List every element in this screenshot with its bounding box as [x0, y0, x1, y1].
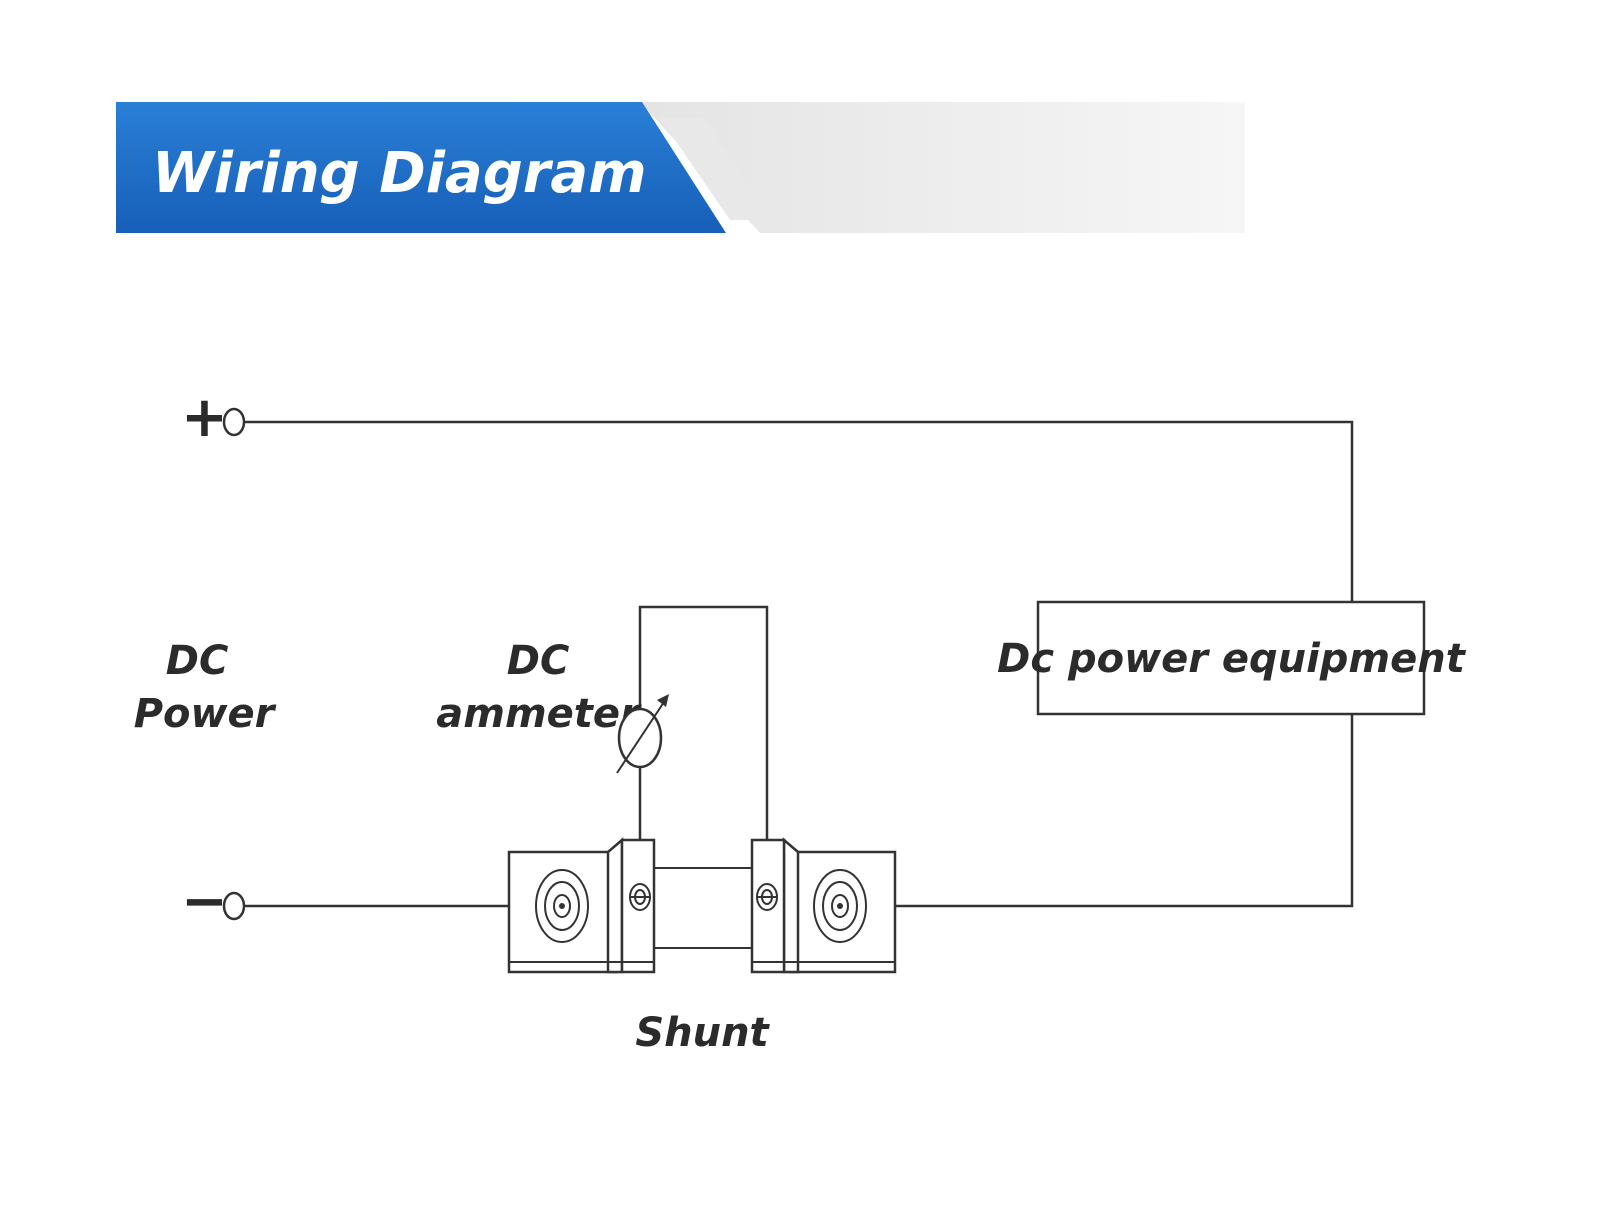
dc-ammeter-label-line2: ammeter [436, 691, 642, 737]
equipment-rect [1036, 600, 1426, 716]
return-wire [840, 714, 1354, 908]
ammeter-arrow-head [657, 694, 669, 707]
banner-blue-shape [116, 102, 726, 233]
banner-grey-strip [640, 102, 1245, 233]
shunt-right-tab [750, 838, 786, 974]
positive-terminal: + [181, 385, 246, 450]
ammeter-arrow-line [616, 701, 665, 774]
shunt-left-bevel [606, 837, 624, 974]
dc-ammeter-label: DC ammeter [436, 638, 642, 737]
shunt-left-screw [629, 883, 651, 911]
shunt: Shunt [507, 837, 897, 1056]
title-banner: Wiring Diagram [116, 102, 1245, 233]
dc-ammeter-label-line1: DC [507, 638, 570, 684]
shunt-left-block [507, 850, 619, 974]
negative-symbol: − [181, 869, 228, 934]
banner-title: Wiring Diagram [152, 141, 647, 206]
positive-symbol: + [181, 385, 228, 450]
dc-power-label: DC Power [134, 638, 277, 737]
shunt-label: Shunt [635, 1010, 770, 1056]
equipment-label: Dc power equipment [997, 636, 1467, 682]
dc-power-equipment-box: Dc power equipment [997, 600, 1467, 716]
shunt-right-bolt [813, 869, 867, 943]
shunt-left-tab [620, 838, 656, 974]
negative-terminal-circle [222, 891, 246, 921]
shunt-right-screw [756, 883, 778, 911]
ammeter-symbol [616, 694, 669, 774]
shunt-right-block [787, 850, 897, 974]
negative-terminal: − [181, 869, 246, 934]
banner-grey-shadow [660, 118, 770, 220]
positive-wire [244, 420, 1354, 602]
positive-terminal-circle [222, 407, 246, 437]
dc-power-label-line2: Power [134, 691, 277, 737]
shunt-left-bolt [535, 869, 589, 943]
shunt-right-bevel [782, 837, 800, 974]
dc-power-label-line1: DC [166, 638, 229, 684]
